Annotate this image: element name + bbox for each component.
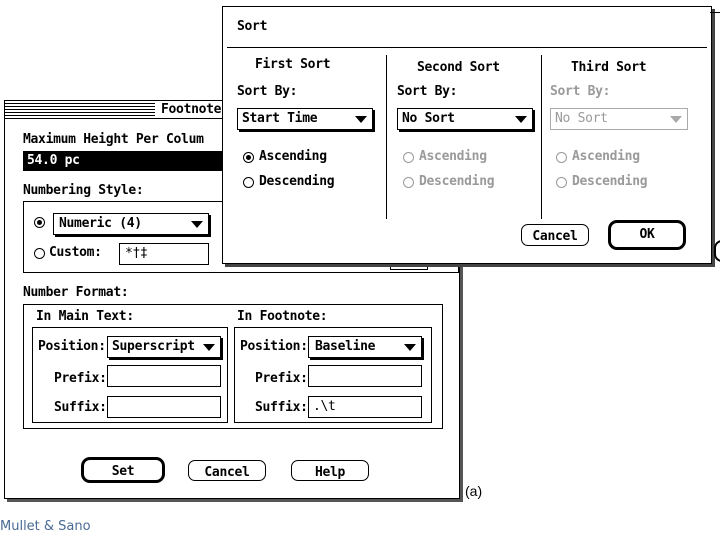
chevron-down-icon — [404, 344, 416, 351]
max-height-label: Maximum Height Per Colum — [23, 132, 204, 147]
main-position-popup[interactable]: Superscript — [107, 336, 221, 358]
chevron-down-icon — [191, 221, 203, 228]
second-descending-radio[interactable] — [403, 177, 414, 188]
second-sort-value: No Sort — [402, 111, 455, 126]
number-format-label: Number Format: — [23, 285, 129, 300]
fn-position-popup[interactable]: Baseline — [308, 336, 422, 358]
fn-suffix-label: Suffix: — [255, 400, 308, 415]
in-footnote-label: In Footnote: — [237, 309, 328, 324]
chevron-down-icon — [515, 116, 527, 123]
main-suffix-label: Suffix: — [54, 400, 107, 415]
third-ascending-radio[interactable] — [556, 152, 567, 163]
third-sort-label: Third Sort — [571, 60, 647, 75]
help-button[interactable]: Help — [291, 460, 369, 481]
main-prefix-label: Prefix: — [54, 371, 107, 386]
sort-cancel-button[interactable]: Cancel — [521, 224, 589, 246]
custom-field[interactable]: *†‡ — [119, 243, 209, 265]
help-button-label: Help — [314, 465, 346, 480]
first-sort-value: Start Time — [242, 111, 318, 126]
chevron-down-icon — [203, 344, 215, 351]
first-descending-radio[interactable] — [243, 177, 254, 188]
numeric-radio[interactable] — [34, 217, 45, 228]
in-main-text-label: In Main Text: — [36, 309, 134, 324]
custom-radio[interactable] — [34, 248, 45, 259]
third-sort-value: No Sort — [555, 111, 608, 126]
third-sort-by-label: Sort By: — [550, 84, 611, 99]
fn-position-label: Position: — [240, 339, 308, 354]
first-sort-popup[interactable]: Start Time — [237, 108, 373, 130]
number-format-group — [23, 304, 443, 429]
chevron-down-icon — [355, 116, 367, 123]
background-window-edge — [710, 12, 720, 13]
custom-label: Custom: — [49, 245, 102, 260]
figure-caption: (a) — [465, 483, 483, 499]
sort-cancel-label: Cancel — [532, 229, 578, 244]
set-button[interactable]: Set — [81, 457, 165, 483]
third-descending-radio[interactable] — [556, 177, 567, 188]
numeric-popup[interactable]: Numeric (4) — [53, 213, 209, 235]
numeric-popup-value: Numeric (4) — [59, 216, 142, 231]
third-descending-label: Descending — [572, 174, 648, 189]
footnote-cancel-button[interactable]: Cancel — [188, 460, 266, 481]
third-sort-popup[interactable]: No Sort — [550, 108, 688, 130]
footnote-cancel-label: Cancel — [204, 465, 250, 480]
fn-position-value: Baseline — [315, 339, 376, 354]
custom-value: *†‡ — [125, 246, 148, 261]
set-button-label: Set — [111, 464, 135, 479]
column-divider — [386, 55, 387, 219]
sort-title: Sort — [237, 19, 268, 34]
credit-text: Mullet & Sano — [0, 519, 91, 534]
second-ascending-radio[interactable] — [403, 152, 414, 163]
footnote-format-group — [234, 327, 432, 423]
max-height-value: 54.0 pc — [27, 153, 80, 168]
background-window-fragment — [714, 240, 720, 262]
first-ascending-radio[interactable] — [243, 152, 254, 163]
main-suffix-field[interactable] — [107, 396, 221, 418]
ok-button-label: OK — [639, 227, 655, 242]
footnote-title: Footnote — [155, 101, 228, 118]
fn-suffix-field[interactable]: .\t — [308, 396, 422, 418]
main-position-label: Position: — [38, 339, 106, 354]
ok-button[interactable]: OK — [608, 220, 686, 250]
hidden-control-edge — [390, 261, 428, 270]
main-position-value: Superscript — [112, 339, 195, 354]
second-descending-label: Descending — [419, 174, 495, 189]
fn-prefix-label: Prefix: — [255, 371, 308, 386]
first-descending-label: Descending — [259, 174, 335, 189]
second-ascending-label: Ascending — [419, 149, 487, 164]
first-ascending-label: Ascending — [259, 149, 327, 164]
column-divider — [541, 55, 542, 219]
fn-suffix-value: .\t — [313, 399, 336, 414]
second-sort-popup[interactable]: No Sort — [397, 108, 533, 130]
main-text-group — [32, 327, 228, 423]
sort-title-divider — [227, 47, 707, 48]
numbering-style-label: Numbering Style: — [23, 183, 144, 198]
first-sort-by-label: Sort By: — [237, 84, 298, 99]
main-prefix-field[interactable] — [107, 365, 221, 387]
second-sort-label: Second Sort — [417, 60, 500, 75]
fn-prefix-field[interactable] — [308, 365, 422, 387]
third-ascending-label: Ascending — [572, 149, 640, 164]
first-sort-label: First Sort — [255, 57, 331, 72]
sort-dialog: Sort First Sort Sort By: Start Time Asce… — [222, 6, 712, 264]
chevron-down-icon — [670, 116, 682, 123]
second-sort-by-label: Sort By: — [397, 84, 458, 99]
